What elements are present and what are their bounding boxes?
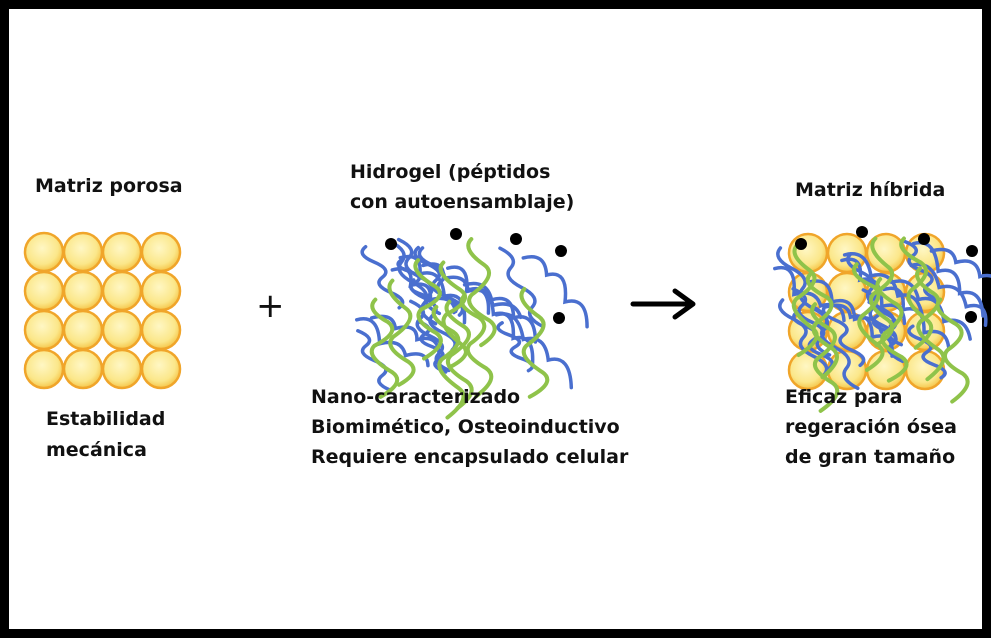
green-fiber (369, 297, 400, 399)
porous-matrix-graphic (23, 231, 182, 390)
green-fiber (413, 258, 443, 361)
pore-sphere (140, 270, 182, 312)
green-fiber (791, 242, 819, 357)
pore-sphere (62, 270, 104, 312)
hybrid-matrix-title: Matriz híbrida (795, 179, 946, 201)
blue-fiber (811, 305, 860, 391)
blue-fiber (521, 255, 589, 329)
pore-sphere (62, 348, 104, 390)
pore-sphere (101, 309, 143, 351)
blue-fiber (842, 252, 925, 324)
hydrogel-title-line-1: Hidrogel (péptidos (350, 161, 551, 183)
hydrogel-caption-line-2: Biomimético, Osteoinductivo (311, 416, 620, 438)
blue-fiber (907, 324, 947, 380)
diagram-canvas: Matriz porosa Estabilidad mecánica + Hid… (9, 9, 991, 629)
green-fiber (852, 262, 885, 372)
blue-fiber (824, 303, 894, 358)
peptide-end-dot (966, 245, 978, 257)
pore-sphere (62, 309, 104, 351)
pore-sphere (23, 309, 65, 351)
right-arrow-icon (630, 288, 696, 320)
peptide-end-dot (450, 228, 462, 240)
peptide-end-dot (385, 238, 397, 250)
blue-fiber (354, 317, 430, 368)
hybrid-caption-line-2: regeración ósea (785, 416, 957, 438)
hydrogel-caption-line-1: Nano-caracterizado (311, 386, 521, 408)
green-fiber (875, 277, 909, 383)
green-fiber (459, 293, 494, 399)
green-fiber (915, 266, 946, 382)
blue-fiber (929, 247, 991, 279)
green-fiber (387, 278, 416, 387)
green-fiber (431, 304, 466, 420)
pore-sphere (23, 270, 65, 312)
green-fiber (935, 297, 970, 404)
green-fiber (466, 237, 497, 348)
hybrid-matrix-graphic (773, 226, 991, 413)
blue-fiber (360, 244, 405, 310)
blue-fiber (889, 279, 972, 341)
blue-fiber (807, 279, 884, 334)
peptide-end-dot (965, 311, 977, 323)
green-fiber (805, 271, 839, 380)
pore-sphere (23, 231, 65, 273)
plus-operator: + (256, 286, 285, 326)
peptide-end-dot (510, 233, 522, 245)
pore-sphere (101, 231, 143, 273)
peptide-end-dot (795, 238, 807, 250)
blue-fiber (494, 312, 574, 390)
peptide-end-dot (555, 245, 567, 257)
green-fiber (438, 260, 468, 369)
green-fiber (444, 299, 474, 411)
pore-sphere (140, 348, 182, 390)
hydrogel-title-line-2: con autoensamblaje) (350, 191, 575, 213)
blue-fiber (369, 314, 441, 358)
peptide-end-dot (856, 226, 868, 238)
blue-fiber (498, 246, 545, 329)
porous-matrix-title: Matriz porosa (35, 175, 183, 197)
pore-sphere (101, 348, 143, 390)
hydrogel-caption-line-3: Requiere encapsulado celular (311, 446, 629, 468)
green-fiber (868, 236, 895, 347)
pore-sphere (140, 231, 182, 273)
pore-sphere (62, 231, 104, 273)
blue-fiber (791, 287, 832, 357)
blue-fiber (846, 252, 895, 328)
blue-fiber (778, 298, 829, 377)
blue-fiber (409, 299, 451, 373)
porous-matrix-caption-line-2: mecánica (46, 439, 147, 461)
porous-matrix-caption-line-1: Estabilidad (46, 408, 166, 430)
green-fiber (899, 236, 934, 350)
pore-sphere (101, 270, 143, 312)
pore-sphere (140, 309, 182, 351)
pore-sphere (23, 348, 65, 390)
hydrogel-network-graphic (354, 228, 589, 420)
blue-fiber (911, 240, 985, 318)
blue-fiber (390, 266, 458, 314)
peptide-end-dot (553, 312, 565, 324)
green-fiber (810, 302, 840, 413)
hybrid-caption-line-3: de gran tamaño (785, 446, 956, 468)
peptide-end-dot (918, 233, 930, 245)
hybrid-caption-line-1: Eficaz para (785, 386, 903, 408)
green-fiber (519, 287, 550, 399)
